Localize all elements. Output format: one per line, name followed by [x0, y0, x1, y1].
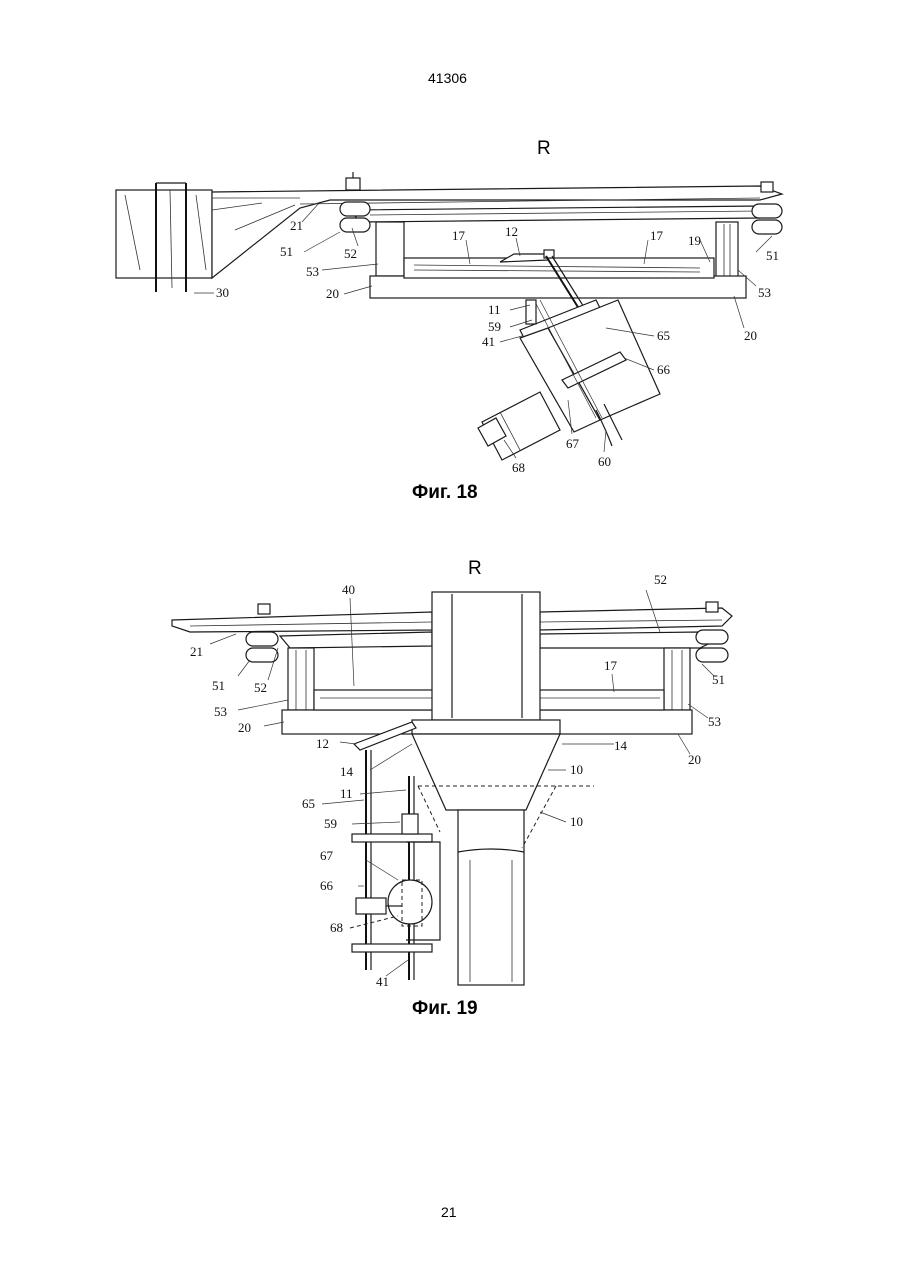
fig19-label-67: 67	[320, 848, 334, 863]
fig19-label-51a: 51	[212, 678, 225, 693]
fig19-label-41: 41	[376, 974, 389, 989]
fig19-label-40: 40	[342, 582, 355, 597]
fig19-assembly	[352, 750, 440, 980]
fig19-label-59: 59	[324, 816, 337, 831]
page-number: 21	[441, 1204, 457, 1220]
fig19-label-12: 12	[316, 736, 329, 751]
fig19-label-14a: 14	[614, 738, 628, 753]
fig19-label-17: 17	[604, 658, 618, 673]
fig19-label-14b: 14	[340, 764, 354, 779]
fig19-label-20b: 20	[688, 752, 701, 767]
fig19-label-65: 65	[302, 796, 315, 811]
fig19-caption: Фиг. 19	[412, 998, 478, 1020]
fig19-label-20a: 20	[238, 720, 251, 735]
fig19-mast	[412, 592, 560, 985]
fig19-label-51b: 51	[712, 672, 725, 687]
fig19-label-10b: 10	[570, 814, 583, 829]
fig19-label-21: 21	[190, 644, 203, 659]
fig19-label-10a: 10	[570, 762, 583, 777]
fig19-label-52b: 52	[254, 680, 267, 695]
fig19-label-52a: 52	[654, 572, 667, 587]
fig19-label-53a: 53	[214, 704, 227, 719]
fig19-label-53b: 53	[708, 714, 721, 729]
fig19-label-68: 68	[330, 920, 343, 935]
fig19-label-66: 66	[320, 878, 334, 893]
fig19-label-11: 11	[340, 786, 353, 801]
